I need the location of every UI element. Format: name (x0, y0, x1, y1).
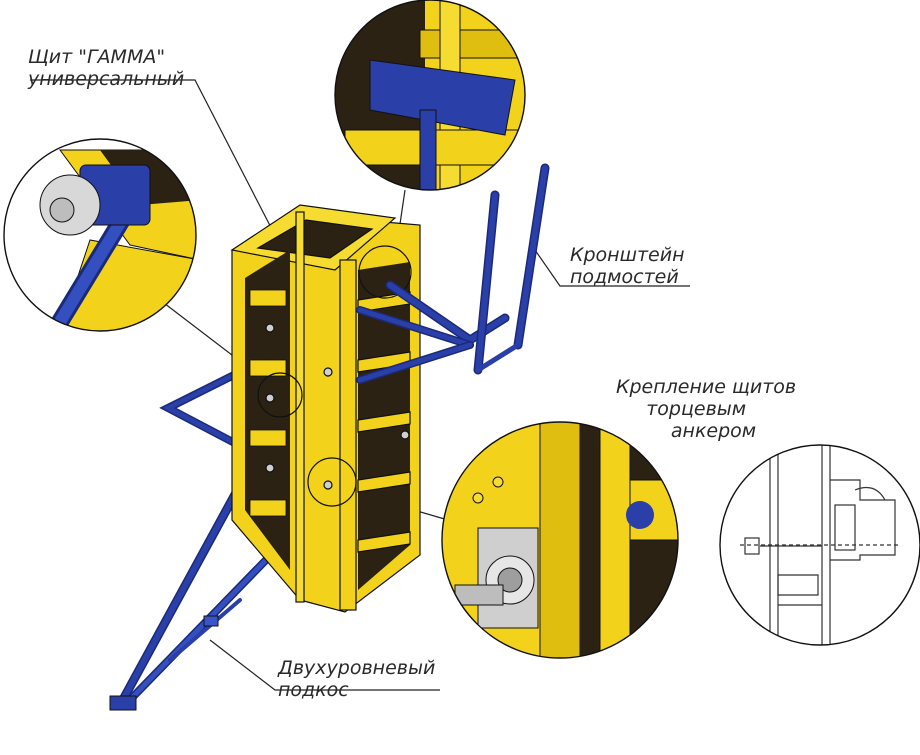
detail-markers (257, 245, 412, 507)
scaffold-bracket (356, 163, 550, 384)
leader-bracket (534, 249, 690, 287)
label-end-anchor-line2: торцевым (646, 398, 747, 420)
label-end-anchor: Крепление щитов торцевым анкером (616, 376, 796, 442)
label-scaffold-bracket-line2: подмостей (570, 266, 679, 288)
label-scaffold-bracket: Кронштейн подмостей (570, 244, 685, 288)
label-end-anchor-line1: Крепление щитов (616, 376, 797, 398)
side-support-frame (159, 364, 252, 454)
leader-brace (209, 639, 440, 691)
label-gamma-panel-line2: универсальный (28, 68, 185, 90)
label-two-level-brace-line1: Двухуровневый (278, 657, 436, 679)
detail-bracket-mount (334, 0, 526, 191)
detail-anchor-section (719, 444, 920, 646)
detail-wedge-clamp (3, 138, 197, 332)
detail-end-anchor (441, 421, 679, 659)
leader-panel (30, 79, 281, 246)
label-end-anchor-line3: анкером (670, 420, 757, 442)
label-scaffold-bracket-line1: Кронштейн (570, 244, 685, 266)
label-two-level-brace: Двухуровневый подкос (278, 657, 435, 701)
label-gamma-panel: Щит "ГАММА" универсальный (28, 46, 184, 90)
label-two-level-brace-line2: подкос (278, 679, 349, 701)
formwork-column (230, 204, 421, 613)
label-gamma-panel-line1: Щит "ГАММА" (28, 46, 166, 68)
